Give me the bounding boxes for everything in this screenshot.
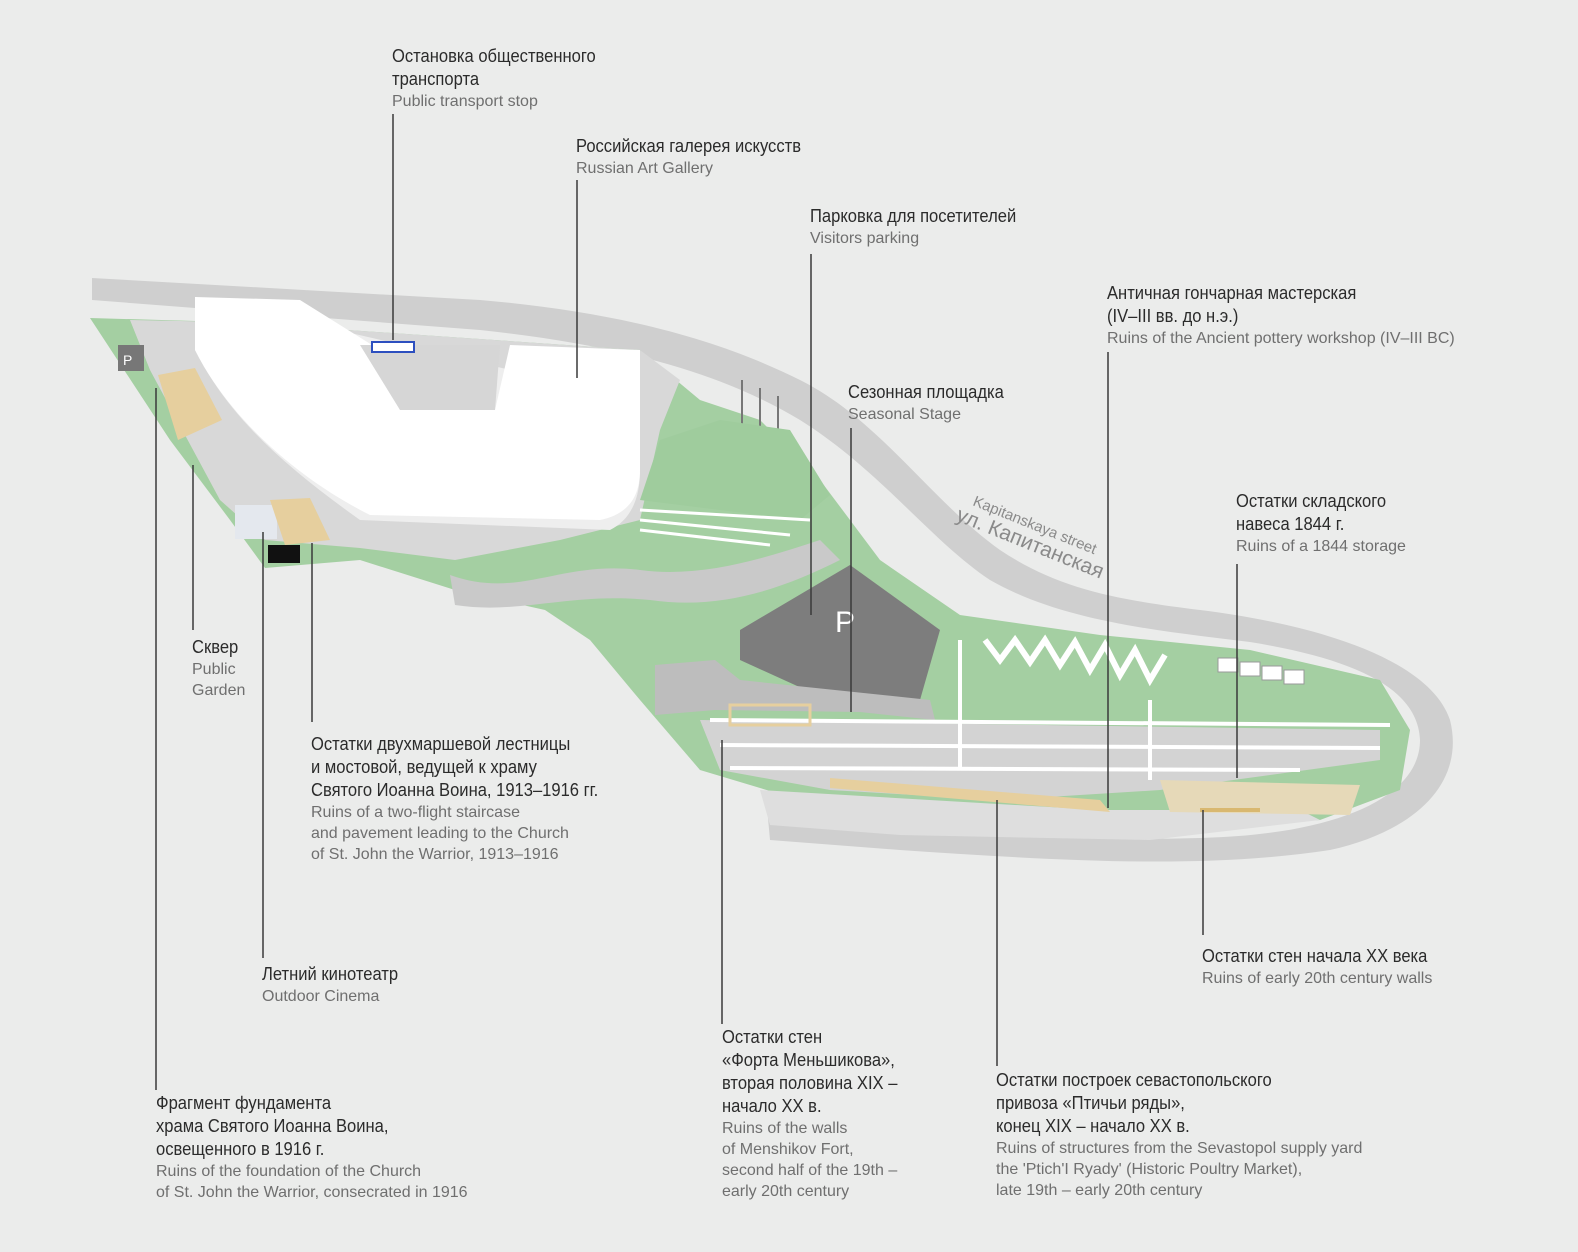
callout-title-ru: Сквер	[192, 637, 239, 657]
cinema-seats	[235, 505, 277, 539]
callout-title-ru: Античная гончарная мастерская (IV–III вв…	[1107, 283, 1357, 326]
callout-title-en: Public transport stop	[392, 93, 538, 110]
gallery-courtyard	[360, 345, 500, 410]
callout-public-garden: Сквер Public Garden	[192, 636, 245, 701]
callout-title-en: Public Garden	[192, 661, 246, 699]
parking-lot	[740, 565, 940, 710]
callout-title-ru: Фрагмент фундамента храма Святого Иоанна…	[156, 1093, 389, 1159]
cinema-screen	[268, 545, 300, 563]
callout-title-ru: Летний кинотеатр	[262, 964, 399, 984]
svg-text:P: P	[123, 352, 132, 368]
callout-title-ru: Сезонная площадка	[848, 382, 1004, 402]
gallery-building	[195, 297, 640, 520]
staircase-ruins	[158, 368, 222, 440]
callout-storage-1844: Остатки складского навеса 1844 г. Ruins …	[1236, 490, 1406, 557]
callout-title-en: Visitors parking	[810, 230, 920, 247]
callout-title-ru: Остановка общественного транспорта	[392, 46, 596, 89]
callout-staircase: Остатки двухмаршевой лестницы и мостовой…	[311, 733, 623, 865]
parking-wall	[655, 660, 935, 720]
callout-title-ru: Остатки двухмаршевой лестницы и мостовой…	[311, 734, 599, 800]
callout-outdoor-cinema: Летний кинотеатр Outdoor Cinema	[262, 963, 410, 1007]
fort-walls	[709, 640, 1391, 780]
callout-title-en: Ruins of the foundation of the Church of…	[156, 1163, 468, 1201]
callout-title-ru: Остатки стен начала XX века	[1202, 946, 1428, 966]
callout-title-ru: Остатки стен «Форта Меньшикова», вторая …	[722, 1027, 898, 1116]
callout-title-en: Ruins of a two-flight staircase and pave…	[311, 804, 569, 863]
callout-title-en: Ruins of a 1844 storage	[1236, 538, 1406, 555]
storage-canopy	[1217, 657, 1305, 685]
callout-poultry-market: Остатки построек севастопольского привоз…	[996, 1069, 1362, 1201]
callout-early-20th-walls: Остатки стен начала XX века Ruins of ear…	[1202, 945, 1447, 989]
callout-pottery-workshop: Античная гончарная мастерская (IV–III вв…	[1107, 282, 1455, 349]
cinema-stairs	[270, 498, 330, 545]
storage-ruins	[1160, 780, 1360, 815]
callout-transport-stop: Остановка общественного транспорта Publi…	[392, 45, 613, 112]
callout-title-ru: Парковка для посетителей	[810, 206, 1017, 226]
road-inner	[450, 540, 840, 608]
callout-title-en: Ruins of early 20th century walls	[1202, 970, 1433, 987]
outer-road	[92, 278, 1453, 862]
wheelchair-parking-icon	[118, 345, 144, 371]
lower-path	[760, 790, 1320, 840]
callout-menshikov-fort: Остатки стен «Форта Меньшикова», вторая …	[722, 1026, 913, 1202]
poultry-market-ruins	[830, 778, 1110, 812]
callout-title-ru: Остатки складского навеса 1844 г.	[1236, 491, 1387, 534]
bus-stop-icon	[371, 341, 415, 353]
pottery-ruins	[982, 634, 1168, 687]
callout-title-en: Seasonal Stage	[848, 406, 961, 423]
callout-visitors-parking: Парковка для посетителей Visitors parkin…	[810, 205, 1034, 249]
promenade	[700, 720, 1380, 800]
callout-title-ru: Остатки построек севастопольского привоз…	[996, 1070, 1272, 1136]
parking-letter: P	[835, 606, 855, 639]
callout-title-en: Russian Art Gallery	[576, 160, 713, 177]
callout-title-en: Outdoor Cinema	[262, 988, 380, 1005]
callout-seasonal-stage: Сезонная площадка Seasonal Stage	[848, 381, 1017, 425]
stage-terraces	[640, 420, 830, 520]
callout-title-en: Ruins of the Ancient pottery workshop (I…	[1107, 330, 1455, 347]
leader-lines	[155, 114, 1238, 1090]
fort-foundation	[728, 703, 812, 727]
callout-title-ru: Российская галерея искусств	[576, 136, 802, 156]
callout-title-en: Ruins of structures from the Sevastopol …	[996, 1140, 1363, 1199]
callout-title-en: Ruins of the walls of Menshikov Fort, se…	[722, 1120, 898, 1200]
callout-church-foundation: Фрагмент фундамента храма Святого Иоанна…	[156, 1092, 468, 1203]
callout-art-gallery: Российская галерея искусств Russian Art …	[576, 135, 821, 179]
